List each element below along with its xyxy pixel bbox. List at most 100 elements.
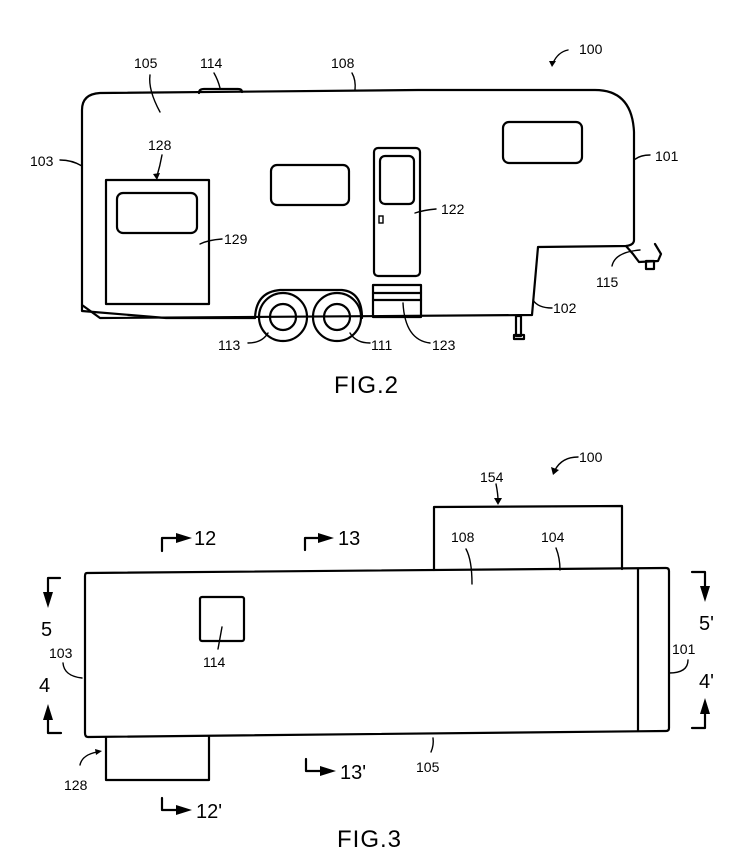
- door-window: [378, 154, 416, 206]
- svg-text:5': 5': [699, 613, 714, 635]
- label-108: 108: [451, 529, 475, 545]
- label-128: 128: [148, 137, 172, 153]
- section-marker-12-prime: 12': [160, 796, 222, 823]
- section-arrow-icon: [176, 533, 192, 543]
- svg-text:4': 4': [699, 671, 714, 693]
- leader-105: [149, 74, 161, 113]
- label-101: 101: [672, 641, 696, 657]
- roof-outline: [83, 566, 671, 739]
- section-marker-5: 5: [41, 576, 62, 641]
- svg-text:12: 12: [194, 528, 216, 550]
- leader-122: [414, 208, 437, 214]
- body-bottom-rear: [80, 303, 257, 320]
- svg-text:13: 13: [338, 528, 360, 550]
- front-wheel-hub: [268, 302, 298, 332]
- label-114: 114: [200, 55, 223, 71]
- leader-101: [633, 154, 651, 161]
- rear-wheel-hub: [322, 302, 352, 332]
- leader-113: [247, 332, 269, 344]
- roof-vent: [198, 595, 246, 643]
- leader-100: [554, 456, 579, 471]
- label-103: 103: [49, 645, 73, 661]
- svg-text:12': 12': [196, 801, 222, 823]
- slide-out-window: [115, 191, 199, 235]
- section-arrow-icon: [318, 533, 334, 543]
- label-104: 104: [541, 529, 565, 545]
- label-115: 115: [596, 274, 619, 290]
- svg-text:5: 5: [41, 619, 52, 641]
- leader-108: [465, 548, 473, 585]
- label-123: 123: [432, 337, 456, 353]
- label-122: 122: [441, 201, 465, 217]
- label-105: 105: [134, 55, 158, 71]
- arrowhead-100: [549, 61, 556, 67]
- label-113: 113: [218, 337, 241, 353]
- leader-129: [199, 238, 223, 245]
- rear-wheel-tire: [311, 291, 363, 343]
- label-114: 114: [203, 654, 226, 670]
- section-marker-12: 12: [160, 528, 216, 553]
- section-arrow-icon: [43, 704, 53, 720]
- section-arrow-icon: [700, 698, 710, 714]
- label-111: 111: [371, 337, 392, 353]
- front-wheel-tire: [257, 291, 309, 343]
- leader-128: [156, 154, 163, 177]
- leader-114: [217, 626, 223, 650]
- svg-text:13': 13': [340, 762, 366, 784]
- leader-103: [62, 662, 83, 679]
- wheel-well: [253, 288, 364, 320]
- section-arrow-icon: [43, 592, 53, 608]
- label-105: 105: [416, 759, 440, 775]
- label-100: 100: [579, 449, 603, 465]
- section-marker-4: 4: [39, 675, 63, 735]
- leader-101: [668, 659, 689, 674]
- label-100: 100: [579, 41, 603, 57]
- leader-123: [402, 302, 431, 344]
- fig2-side-view: 105 114 108 100 103 128 129 122 101 102 …: [30, 41, 679, 399]
- leader-115: [611, 249, 641, 267]
- leader-154: [495, 483, 499, 501]
- leader-114: [213, 72, 221, 89]
- landing-jack: [514, 314, 523, 338]
- label-128: 128: [64, 777, 88, 793]
- figure-caption-3: FIG.3: [337, 826, 402, 853]
- section-arrow-icon: [176, 805, 192, 815]
- label-129: 129: [224, 231, 248, 247]
- landing-jack-foot: [512, 333, 526, 341]
- roof-vent: [197, 87, 244, 95]
- section-marker-13: 13: [303, 528, 360, 552]
- section-arrow-icon: [320, 766, 336, 776]
- slide-out-rear: [104, 735, 211, 782]
- label-101: 101: [655, 148, 679, 164]
- svg-text:4: 4: [39, 675, 50, 697]
- arrowhead-128: [95, 749, 102, 755]
- hitch-pin: [644, 259, 656, 271]
- leader-103: [59, 159, 83, 167]
- arrowhead-100: [551, 467, 559, 475]
- door-handle: [378, 215, 384, 224]
- section-marker-13-prime: 13': [304, 757, 366, 784]
- side-window-front: [501, 120, 584, 165]
- leader-104: [555, 547, 561, 571]
- leader-108: [351, 72, 356, 91]
- section-marker-5-prime: 5': [690, 570, 714, 635]
- leader-111: [349, 332, 371, 344]
- slide-out-top: [432, 504, 624, 572]
- label-154: 154: [480, 469, 504, 485]
- label-108: 108: [331, 55, 355, 71]
- section-marker-4-prime: 4': [690, 671, 714, 730]
- figure-caption-2: FIG.2: [334, 372, 399, 399]
- arrowhead-128: [153, 173, 160, 180]
- hitch-pin-box: [624, 242, 663, 264]
- leader-102: [532, 299, 553, 309]
- leader-128: [79, 751, 98, 766]
- label-103: 103: [30, 153, 54, 169]
- side-window-middle: [269, 163, 351, 207]
- label-102: 102: [553, 300, 577, 316]
- slide-out-box: [104, 178, 211, 306]
- section-arrow-icon: [700, 586, 710, 602]
- fig3-top-view: 12 13 12' 13' 5 4 5': [39, 449, 714, 853]
- arrowhead-154: [494, 498, 502, 505]
- leader-105: [430, 737, 434, 753]
